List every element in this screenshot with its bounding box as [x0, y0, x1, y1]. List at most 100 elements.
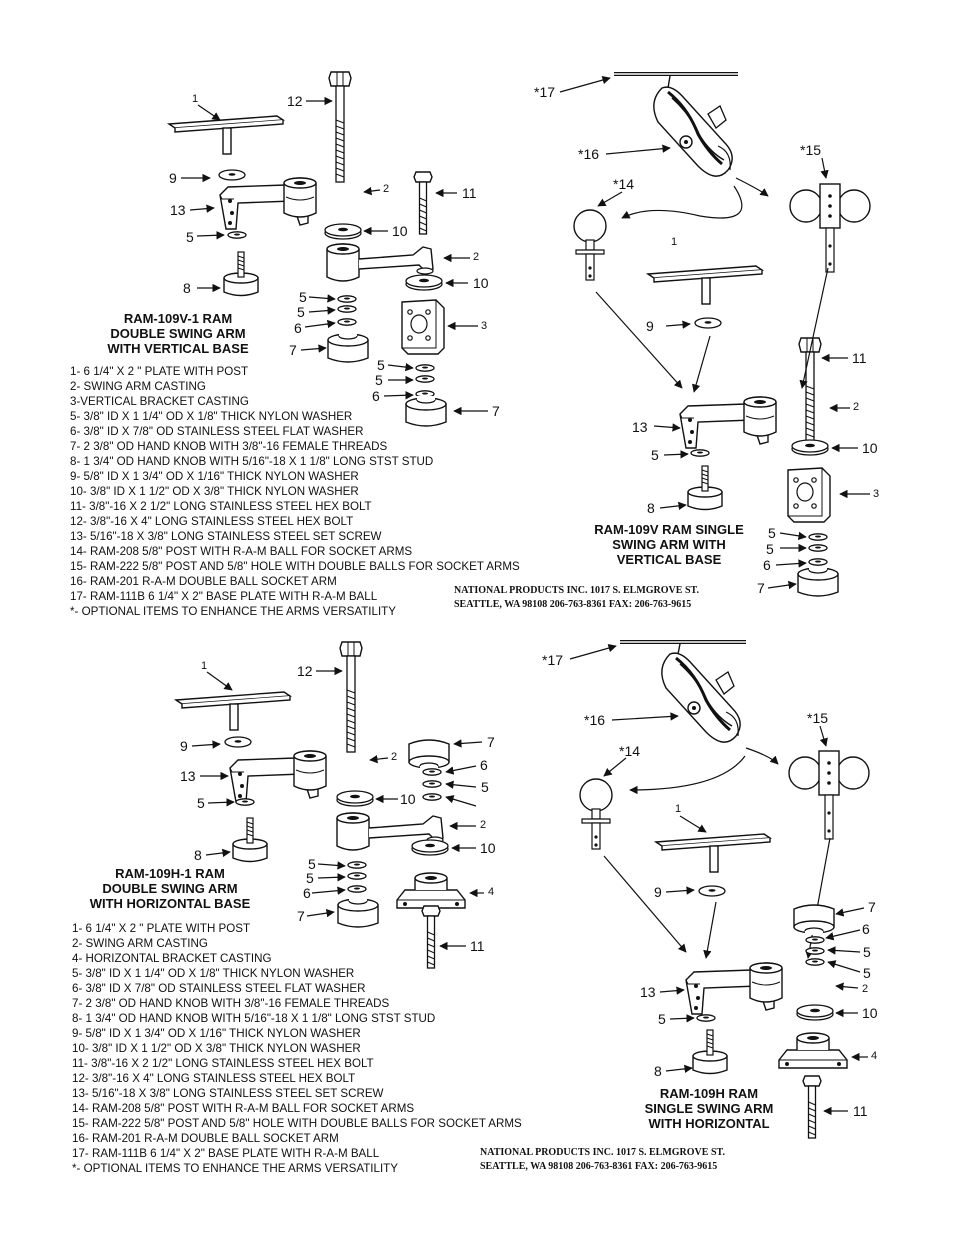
callout: 5 — [377, 357, 385, 373]
company-address-bottom: NATIONAL PRODUCTS INC. 1017 S. ELMGROVE … — [480, 1146, 725, 1174]
leader-arrows — [181, 75, 870, 1116]
h1-long-hex-bolt — [339, 641, 363, 753]
callout: 10 — [862, 1005, 878, 1021]
parts-list-item: 2- SWING ARM CASTING — [70, 380, 206, 393]
h1-washer-stack-top — [422, 768, 442, 801]
callout: 5 — [186, 229, 194, 245]
callout: 4 — [488, 886, 495, 898]
callout: 9 — [169, 170, 177, 186]
v1-thick-washer-10 — [324, 223, 362, 240]
v1-short-bolt-11 — [413, 171, 433, 235]
callout: 13 — [180, 768, 196, 784]
callout: 7 — [492, 403, 500, 419]
callout: 13 — [632, 419, 648, 435]
callout: 9 — [654, 884, 662, 900]
h-single-thick-washer-10 — [796, 1004, 834, 1021]
v1-vertical-bracket — [401, 299, 445, 355]
parts-list-item: *- OPTIONAL ITEMS TO ENHANCE THE ARMS VE… — [70, 605, 396, 618]
parts-list-item: 11- 3/8"-16 X 2 1/2" LONG STAINLESS STEE… — [72, 1057, 374, 1070]
parts-list-item: 11- 3/8"-16 X 2 1/2" LONG STAINLESS STEE… — [70, 500, 372, 513]
callout: 3 — [481, 320, 488, 332]
h-single-ball-14 — [579, 778, 613, 850]
h-single-knob-7 — [793, 904, 835, 936]
h1-washer-stack-bottom — [347, 861, 367, 893]
callout: 5 — [481, 779, 489, 795]
callout: 1 — [675, 803, 682, 815]
parts-list-item: 1- 6 1/4" X 2 " PLATE WITH POST — [72, 922, 251, 935]
parts-list-item: 15- RAM-222 5/8" POST AND 5/8" HOLE WITH… — [72, 1117, 522, 1130]
callout: 6 — [480, 757, 488, 773]
parts-list-item: 16- RAM-201 R-A-M DOUBLE BALL SOCKET ARM — [70, 575, 337, 588]
callout: 8 — [194, 847, 202, 863]
h-single-socket-arm — [660, 651, 742, 744]
h1-thick-washer-10b — [411, 839, 449, 856]
parts-list-item: 7- 2 3/8" OD HAND KNOB WITH 3/8"-16 FEMA… — [72, 997, 390, 1010]
parts-list-item: 17- RAM-111B 6 1/4" X 2" BASE PLATE WITH… — [70, 590, 378, 603]
callout: 5 — [863, 944, 871, 960]
callout: *16 — [584, 712, 606, 728]
callout: 5 — [658, 1011, 666, 1027]
parts-list-item: *- OPTIONAL ITEMS TO ENHANCE THE ARMS VE… — [72, 1162, 398, 1175]
callout: 9 — [646, 318, 654, 334]
parts-list-item: 14- RAM-208 5/8" POST WITH R-A-M BALL FO… — [72, 1102, 415, 1115]
parts-list-horizontal: 1- 6 1/4" X 2 " PLATE WITH POST 2- SWING… — [72, 921, 522, 1176]
v-single-double-ball-15 — [789, 183, 871, 273]
callout: 1 — [192, 93, 199, 105]
callout: 10 — [392, 223, 408, 239]
title-line: RAM-109V RAM SINGLE — [594, 522, 744, 537]
h1-nylon-washer-9 — [224, 736, 252, 748]
h1-knob-8 — [232, 817, 268, 863]
v1-nylon-washer-9 — [218, 169, 246, 181]
diagram-title-h-single: RAM-109H RAM SINGLE SWING ARM WITH HORIZ… — [634, 1086, 784, 1131]
h-single-swing-arm — [685, 962, 783, 1015]
v-single-thick-washer-10 — [791, 439, 829, 456]
v-single-washer-5 — [690, 449, 710, 457]
company-address-top: NATIONAL PRODUCTS INC. 1017 S. ELMGROVE … — [454, 584, 699, 612]
address-line: NATIONAL PRODUCTS INC. 1017 S. ELMGROVE … — [480, 1147, 725, 1158]
parts-list-item: 2- SWING ARM CASTING — [72, 937, 208, 950]
v1-knob-7-left — [327, 331, 369, 363]
h-single-washer-5 — [696, 1014, 716, 1022]
parts-list-item: 15- RAM-222 5/8" POST AND 5/8" HOLE WITH… — [70, 560, 520, 573]
h-single-horizontal-bracket — [778, 1032, 848, 1069]
diagram-title-h1: RAM-109H-1 RAM DOUBLE SWING ARM WITH HOR… — [78, 866, 262, 911]
v1-thick-washer-10b — [405, 274, 443, 291]
callout: 12 — [297, 663, 313, 679]
parts-list-item: 9- 5/8" ID X 1 3/4" OD X 1/16" THICK NYL… — [70, 470, 359, 483]
v1-plate-with-post — [168, 115, 284, 155]
parts-list-vertical: 1- 6 1/4" X 2 " PLATE WITH POST 2- SWING… — [70, 364, 520, 619]
title-line: DOUBLE SWING ARM — [102, 881, 238, 896]
address-line: NATIONAL PRODUCTS INC. 1017 S. ELMGROVE … — [454, 585, 699, 596]
parts-list-item: 1- 6 1/4" X 2 " PLATE WITH POST — [70, 365, 249, 378]
callout: 12 — [287, 93, 303, 109]
callout: 10 — [480, 840, 496, 856]
title-line: SINGLE SWING ARM — [644, 1101, 774, 1116]
callout: 5 — [766, 541, 774, 557]
callout: *15 — [800, 142, 822, 158]
callout: 11 — [462, 185, 477, 201]
parts-list-item: 5- 3/8" ID X 1 1/4" OD X 1/8" THICK NYLO… — [70, 410, 353, 423]
callout: 5 — [863, 965, 871, 981]
callout: 2 — [473, 251, 480, 263]
callout: *14 — [613, 176, 635, 192]
callout: 1 — [201, 660, 208, 672]
title-line: SWING ARM WITH — [612, 537, 726, 552]
callout: 11 — [852, 350, 867, 366]
callout: 5 — [299, 289, 307, 305]
parts-list-item: 12- 3/8"-16 X 4" LONG STAINLESS STEEL HE… — [72, 1072, 356, 1085]
v-single-plate-with-post — [647, 265, 763, 305]
callout: 6 — [763, 557, 771, 573]
callout: *14 — [619, 743, 641, 759]
callout: 6 — [294, 320, 302, 336]
callout: 2 — [862, 983, 869, 995]
callout: 5 — [308, 856, 316, 872]
h1-thick-washer-10 — [336, 790, 374, 807]
parts-list-item: 6- 3/8" ID X 7/8" OD STAINLESS STEEL FLA… — [72, 982, 366, 995]
v1-washer-stack-left — [337, 295, 357, 326]
h-single-washer-stack — [805, 936, 825, 966]
v-single-bolt-11 — [798, 337, 822, 449]
callout: 6 — [372, 388, 380, 404]
h-single-double-ball-15 — [788, 750, 870, 840]
callout: *17 — [534, 84, 556, 100]
